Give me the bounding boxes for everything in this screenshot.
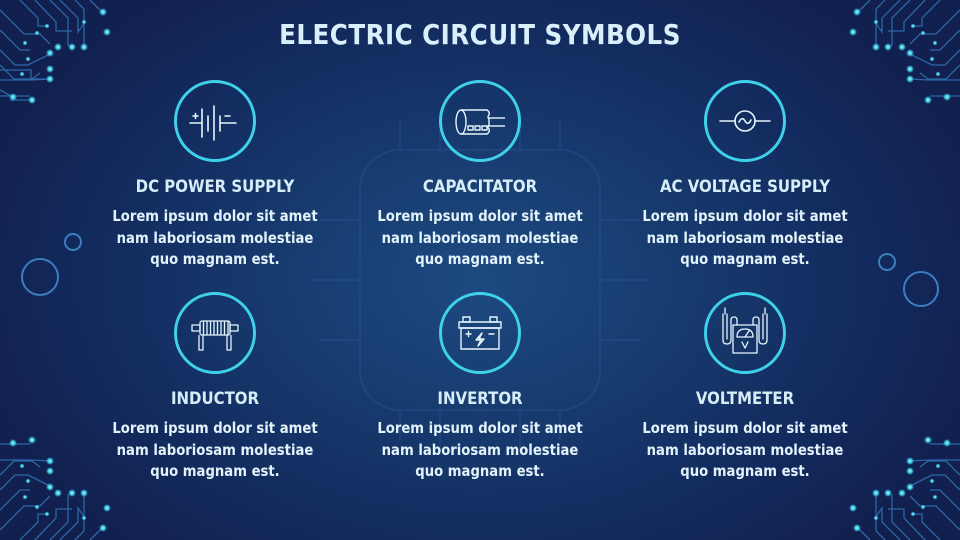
card-description: Lorem ipsum dolor sit amet nam laboriosa…	[363, 206, 597, 271]
car-battery-icon	[458, 316, 502, 350]
card-description: Lorem ipsum dolor sit amet nam laboriosa…	[363, 418, 597, 483]
description-line: Lorem ipsum dolor sit amet	[377, 207, 583, 225]
card-description: Lorem ipsum dolor sit amet nam laboriosa…	[98, 206, 332, 271]
description-line: nam laboriosam molestiae	[646, 440, 844, 459]
circuit-bottom-left	[0, 443, 104, 540]
icon-ring	[704, 80, 786, 162]
description-line: nam laboriosam molestiae	[381, 440, 579, 459]
capacitor-icon	[455, 109, 505, 135]
description-line: quo magnam est.	[680, 250, 810, 268]
description-line: Lorem ipsum dolor sit amet	[377, 419, 583, 437]
inductor-coil-icon	[191, 320, 239, 351]
description-line: Lorem ipsum dolor sit amet	[642, 207, 848, 225]
description-line: Lorem ipsum dolor sit amet	[642, 419, 848, 437]
description-line: nam laboriosam molestiae	[116, 440, 314, 459]
description-line: nam laboriosam molestiae	[381, 228, 579, 247]
description-line: Lorem ipsum dolor sit amet	[112, 419, 318, 437]
icon-ring	[704, 292, 786, 374]
ac-source-symbol-icon	[719, 110, 771, 132]
card-title: INVERTOR	[437, 389, 523, 409]
description-line: Lorem ipsum dolor sit amet	[112, 207, 318, 225]
icon-ring	[174, 292, 256, 374]
circuit-bottom-right	[856, 443, 960, 540]
description-line: quo magnam est.	[150, 462, 280, 480]
card-description: Lorem ipsum dolor sit amet nam laboriosa…	[628, 206, 862, 271]
description-line: quo magnam est.	[150, 250, 280, 268]
voltmeter-icon	[722, 307, 768, 354]
icon-ring	[439, 292, 521, 374]
card-title: VOLTMETER	[695, 389, 795, 409]
card-title: AC VOLTAGE SUPPLY	[659, 177, 831, 197]
slide-title: ELECTRIC CIRCUIT SYMBOLS	[279, 18, 681, 51]
description-line: quo magnam est.	[415, 250, 545, 268]
description-line: quo magnam est.	[680, 462, 810, 480]
description-line: quo magnam est.	[415, 462, 545, 480]
description-line: nam laboriosam molestiae	[116, 228, 314, 247]
dc-battery-symbol-icon	[189, 105, 237, 141]
card-title: INDUCTOR	[170, 389, 260, 409]
icon-ring	[439, 80, 521, 162]
card-description: Lorem ipsum dolor sit amet nam laboriosa…	[98, 418, 332, 483]
card-title: DC POWER SUPPLY	[135, 177, 295, 197]
icon-ring	[174, 80, 256, 162]
description-line: nam laboriosam molestiae	[646, 228, 844, 247]
card-title: CAPACITATOR	[422, 177, 538, 197]
card-description: Lorem ipsum dolor sit amet nam laboriosa…	[628, 418, 862, 483]
